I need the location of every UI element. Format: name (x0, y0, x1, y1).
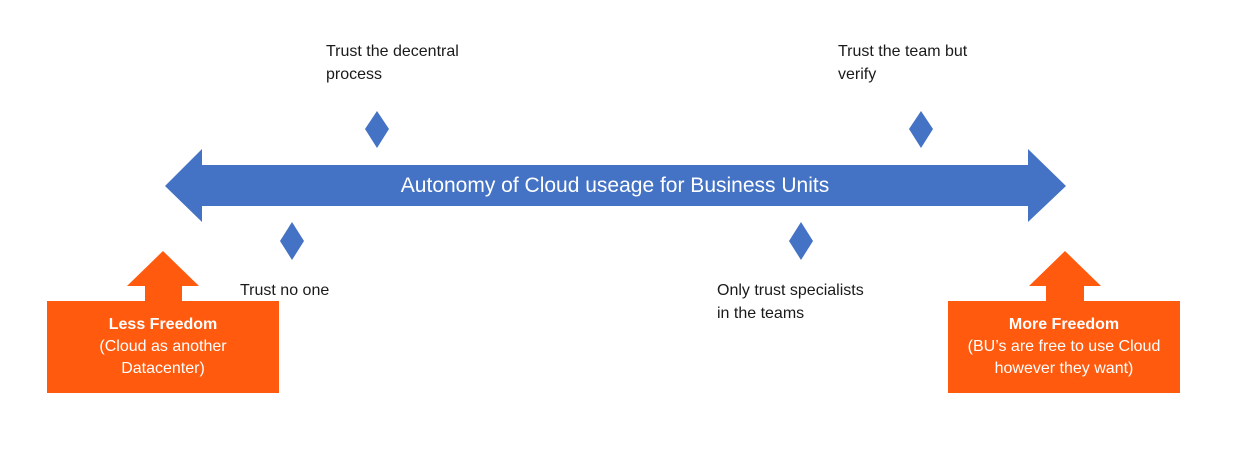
less-freedom-title: Less Freedom (108, 316, 218, 333)
more-freedom-line: however they want) (994, 360, 1134, 377)
more-freedom-up-arrow (1029, 251, 1101, 302)
marker-label-line: Trust no one (240, 282, 330, 299)
marker-label-trust-no-one: Trust no one (240, 279, 329, 302)
more-freedom-title: More Freedom (1008, 316, 1120, 333)
diamond-marker-trust-specialists (789, 222, 813, 260)
marker-label-line: verify (838, 66, 877, 83)
less-freedom-box (47, 301, 279, 393)
marker-label-line: in the teams (717, 305, 805, 322)
diamond-marker-trust-decentral (365, 111, 389, 148)
less-freedom-line: Datacenter) (121, 360, 205, 377)
marker-label-line: Trust the team but (838, 43, 968, 60)
marker-label-line: Only trust specialists (717, 282, 864, 299)
marker-label-trust-specialists: Only trust specialists in the teams (717, 279, 864, 325)
diamond-marker-trust-no-one (280, 222, 304, 260)
more-freedom-line: (BU’s are free to use Cloud (967, 338, 1161, 355)
less-freedom-text: Less Freedom (Cloud as another Datacente… (47, 314, 279, 380)
marker-label-trust-decentral: Trust the decentral process (326, 40, 459, 86)
more-freedom-box (948, 301, 1180, 393)
marker-label-trust-verify: Trust the team but verify (838, 40, 967, 86)
less-freedom-up-arrow (127, 251, 199, 302)
marker-label-line: Trust the decentral (326, 43, 459, 60)
marker-label-line: process (326, 66, 383, 83)
diamond-marker-trust-verify (909, 111, 933, 148)
less-freedom-line: (Cloud as another (99, 338, 227, 355)
more-freedom-text: More Freedom (BU’s are free to use Cloud… (948, 314, 1180, 380)
arrow-caption: Autonomy of Cloud useage for Business Un… (400, 174, 830, 197)
autonomy-double-arrow (165, 149, 1066, 222)
